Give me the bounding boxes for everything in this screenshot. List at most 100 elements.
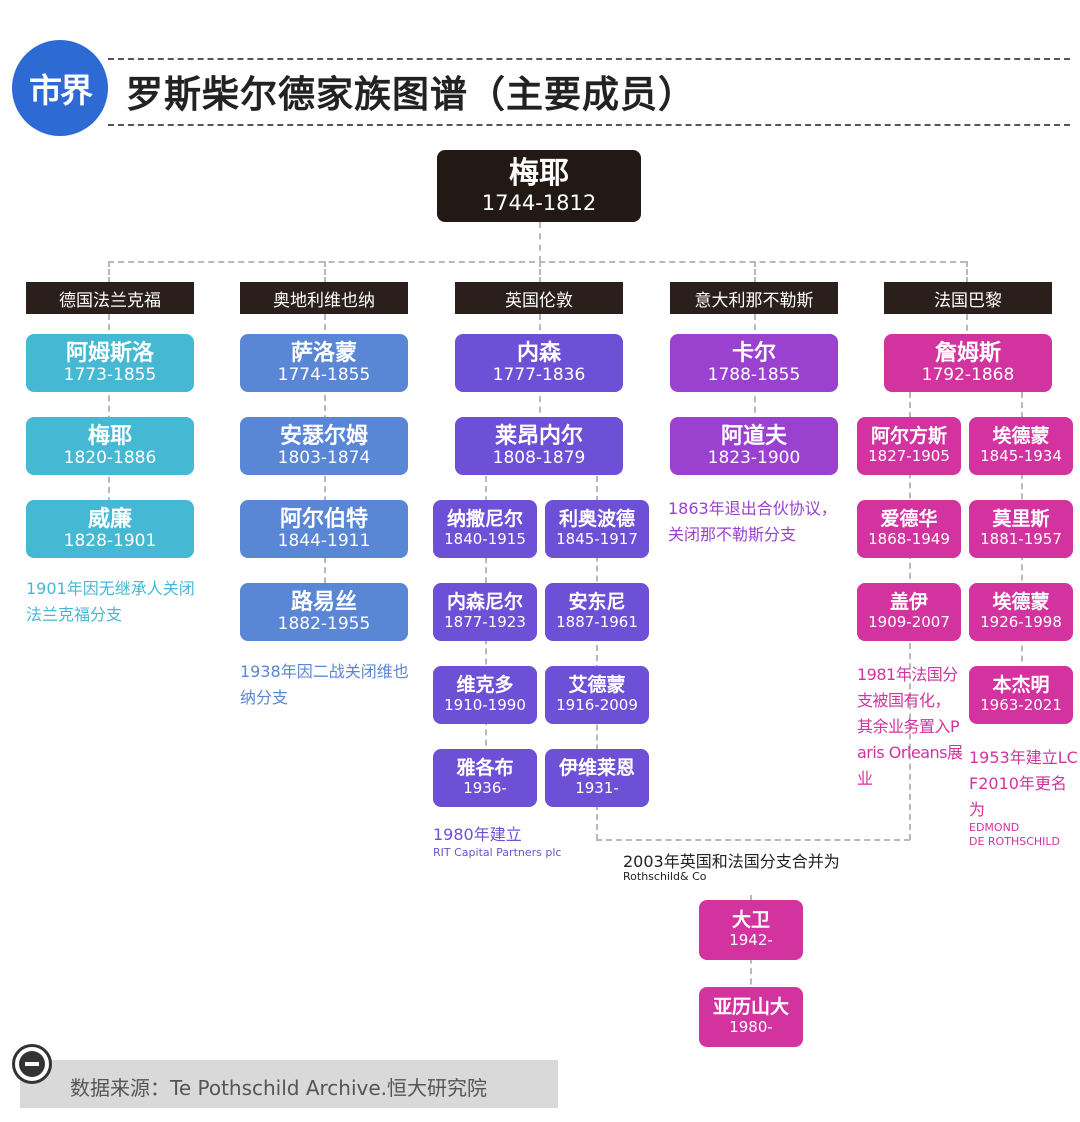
member-box: 萨洛蒙 1774-1855 bbox=[240, 334, 408, 392]
branch-header-vienna: 奥地利维也纳 bbox=[240, 282, 408, 314]
member-years: 1881-1957 bbox=[980, 530, 1062, 549]
member-years: 1773-1855 bbox=[63, 364, 157, 385]
member-name: 利奥波德 bbox=[558, 508, 635, 531]
member-years: 1877-1923 bbox=[444, 613, 526, 632]
member-years: 1909-2007 bbox=[868, 613, 950, 632]
branch-header-paris: 法国巴黎 bbox=[884, 282, 1052, 314]
member-box: 内森 1777-1836 bbox=[455, 334, 623, 392]
branch-header-london: 英国伦敦 bbox=[455, 282, 623, 314]
member-years: 1828-1901 bbox=[63, 530, 157, 551]
member-name: 雅各布 bbox=[456, 757, 514, 780]
member-name: 安瑟尔姆 bbox=[279, 423, 368, 449]
branch-note-paris-right-small-1: EDMOND bbox=[969, 821, 1020, 834]
member-name: 亚历山大 bbox=[712, 996, 789, 1019]
member-name: 阿尔方斯 bbox=[870, 425, 947, 448]
member-years: 1803-1874 bbox=[277, 447, 371, 468]
member-years: 1844-1911 bbox=[277, 530, 371, 551]
member-box: 阿姆斯洛 1773-1855 bbox=[26, 334, 194, 392]
merger-note-small: Rothschild& Co bbox=[623, 870, 707, 883]
member-box: 威廉 1828-1901 bbox=[26, 500, 194, 558]
member-box: 卡尔 1788-1855 bbox=[670, 334, 838, 392]
member-years: 1777-1836 bbox=[492, 364, 586, 385]
member-years: 1788-1855 bbox=[707, 364, 801, 385]
branch-note-naples: 1863年退出合伙协议，关闭那不勒斯分支 bbox=[668, 499, 837, 544]
member-name: 大卫 bbox=[731, 909, 770, 932]
member-name: 路易丝 bbox=[290, 589, 357, 615]
member-box: 埃德蒙 1926-1998 bbox=[969, 583, 1073, 641]
member-name: 伊维莱恩 bbox=[558, 757, 635, 780]
member-name: 梅耶 bbox=[87, 423, 132, 449]
merger-note: 2003年英国和法国分支合并为 bbox=[623, 852, 840, 871]
connector bbox=[539, 222, 541, 262]
member-box: 纳撒尼尔 1840-1915 bbox=[433, 500, 537, 558]
member-years: 1916-2009 bbox=[556, 696, 638, 715]
branch-note-vienna: 1938年因二战关闭维也纳分支 bbox=[240, 662, 409, 707]
member-years: 1840-1915 bbox=[444, 530, 526, 549]
member-name: 纳撒尼尔 bbox=[446, 508, 523, 531]
connector bbox=[966, 261, 968, 283]
member-box: 艾德蒙 1916-2009 bbox=[545, 666, 649, 724]
member-name: 安东尼 bbox=[568, 591, 626, 614]
member-years: 1963-2021 bbox=[980, 696, 1062, 715]
member-name: 卡尔 bbox=[731, 340, 776, 366]
connector bbox=[596, 839, 910, 841]
member-years: 1926-1998 bbox=[980, 613, 1062, 632]
member-name: 维克多 bbox=[456, 674, 514, 697]
branch-note-paris-right-small-2: DE ROTHSCHILD bbox=[969, 835, 1060, 848]
member-box: 阿尔方斯 1827-1905 bbox=[857, 417, 961, 475]
branch-note-london: 1980年建立 bbox=[433, 825, 522, 844]
connector bbox=[108, 261, 110, 283]
branch-header-naples: 意大利那不勒斯 bbox=[670, 282, 838, 314]
member-years: 1744-1812 bbox=[481, 191, 597, 216]
member-years: 1980- bbox=[729, 1018, 773, 1037]
member-box: 内森尼尔 1877-1923 bbox=[433, 583, 537, 641]
member-box: 伊维莱恩 1931- bbox=[545, 749, 649, 807]
member-years: 1931- bbox=[575, 779, 619, 798]
member-name: 盖伊 bbox=[889, 591, 928, 614]
connector bbox=[539, 261, 541, 283]
member-name: 内森尼尔 bbox=[446, 591, 523, 614]
member-name: 爱德华 bbox=[880, 508, 938, 531]
member-name: 梅耶 bbox=[509, 155, 569, 191]
member-name: 詹姆斯 bbox=[934, 340, 1001, 366]
root-member: 梅耶 1744-1812 bbox=[437, 150, 641, 222]
member-box: 路易丝 1882-1955 bbox=[240, 583, 408, 641]
member-box: 安瑟尔姆 1803-1874 bbox=[240, 417, 408, 475]
member-years: 1808-1879 bbox=[492, 447, 586, 468]
member-years: 1845-1934 bbox=[980, 447, 1062, 466]
member-box: 阿道夫 1823-1900 bbox=[670, 417, 838, 475]
member-box: 莫里斯 1881-1957 bbox=[969, 500, 1073, 558]
branch-note-london-small: RIT Capital Partners plc bbox=[433, 846, 562, 859]
source-icon bbox=[12, 1044, 52, 1084]
member-years: 1936- bbox=[463, 779, 507, 798]
member-box: 盖伊 1909-2007 bbox=[857, 583, 961, 641]
member-box: 本杰明 1963-2021 bbox=[969, 666, 1073, 724]
member-box: 维克多 1910-1990 bbox=[433, 666, 537, 724]
connector bbox=[596, 476, 598, 840]
source-text: 数据来源：Te Pothschild Archive.恒大研究院 bbox=[70, 1076, 488, 1100]
member-box: 利奥波德 1845-1917 bbox=[545, 500, 649, 558]
member-years: 1820-1886 bbox=[63, 447, 157, 468]
member-years: 1910-1990 bbox=[444, 696, 526, 715]
branch-note-paris-left: 1981年法国分支被国有化，其余业务置入Paris Orleans展业 bbox=[857, 665, 963, 788]
logo-badge: 市界 bbox=[12, 40, 108, 136]
member-name: 阿道夫 bbox=[720, 423, 787, 449]
member-name: 阿姆斯洛 bbox=[65, 340, 154, 366]
member-name: 威廉 bbox=[87, 506, 132, 532]
member-box: 大卫 1942- bbox=[699, 900, 803, 960]
header-divider-bottom bbox=[108, 124, 1070, 126]
member-name: 本杰明 bbox=[992, 674, 1050, 697]
member-box: 莱昂内尔 1808-1879 bbox=[455, 417, 623, 475]
branch-note-paris-right: 1953年建立LCF2010年更名为 bbox=[969, 748, 1078, 819]
member-years: 1827-1905 bbox=[868, 447, 950, 466]
member-name: 阿尔伯特 bbox=[279, 506, 368, 532]
member-years: 1792-1868 bbox=[921, 364, 1015, 385]
header-divider-top bbox=[108, 58, 1070, 60]
member-years: 1774-1855 bbox=[277, 364, 371, 385]
member-name: 艾德蒙 bbox=[568, 674, 626, 697]
member-box: 亚历山大 1980- bbox=[699, 987, 803, 1047]
branch-note-frankfurt: 1901年因无继承人关闭法兰克福分支 bbox=[26, 579, 195, 624]
branch-header-frankfurt: 德国法兰克福 bbox=[26, 282, 194, 314]
member-name: 萨洛蒙 bbox=[290, 340, 357, 366]
member-years: 1823-1900 bbox=[707, 447, 801, 468]
